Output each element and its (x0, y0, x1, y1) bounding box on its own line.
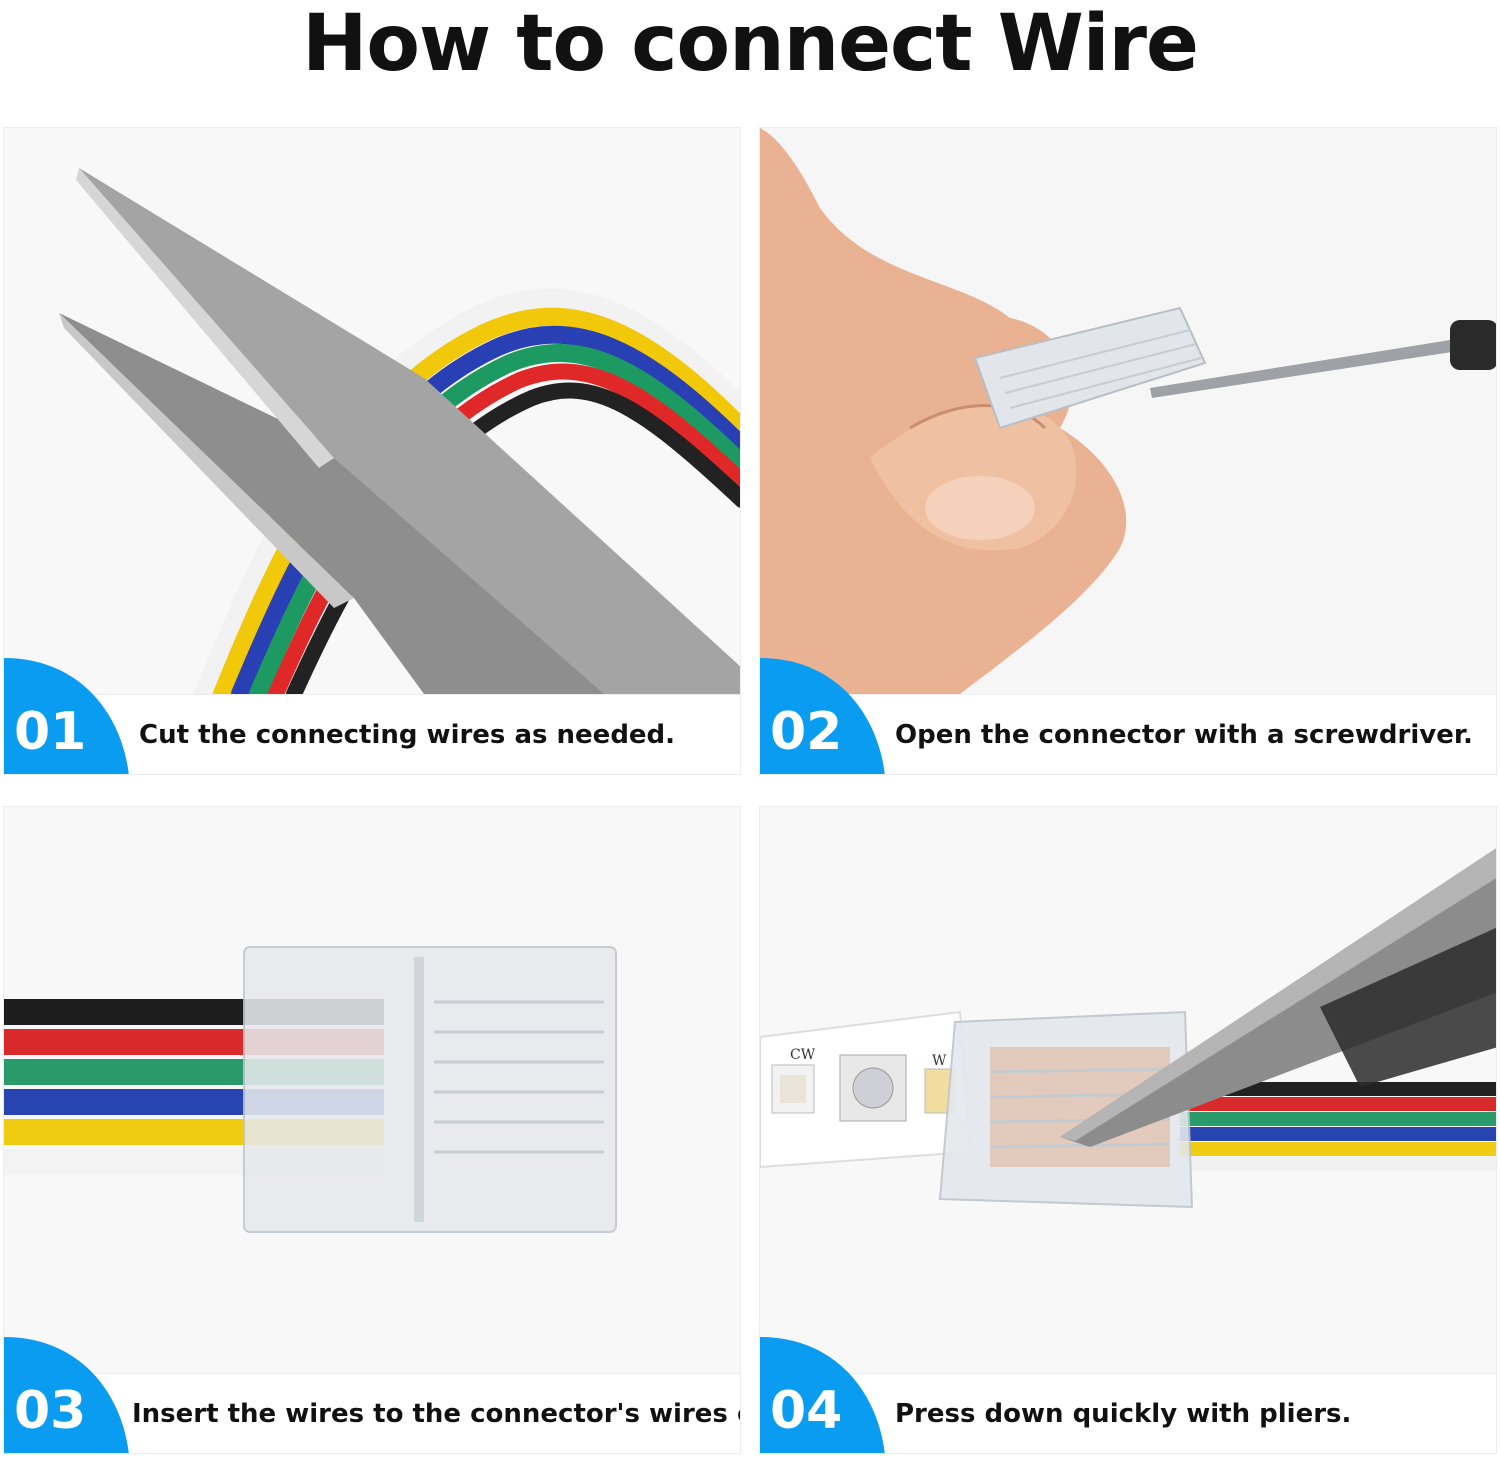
step-1-photo-scissors-cutting-wires (4, 128, 740, 694)
step-badge-shape (760, 1337, 885, 1453)
page-title: How to connect Wire (302, 0, 1199, 89)
step-caption: Open the connector with a screwdriver. (895, 720, 1473, 750)
step-badge-shape (4, 1337, 129, 1453)
caption-bar (760, 1373, 1496, 1453)
caption-bar (4, 694, 740, 774)
strip-label-cw: CW (790, 1047, 816, 1063)
step-2-photo-hand-opening-connector (760, 128, 1496, 694)
step-card-1: 01 Cut the connecting wires as needed. (3, 127, 741, 775)
step-number: 03 (14, 1381, 87, 1441)
step-badge-shape (760, 658, 885, 774)
caption-bar (4, 1373, 740, 1453)
step-caption: Cut the connecting wires as needed. (139, 720, 676, 750)
caption-bar (760, 694, 1496, 774)
step-4-photo-pliers-pressing-connector: CW W (760, 807, 1496, 1373)
step-caption: Insert the wires to the connector's wire… (132, 1399, 741, 1429)
step-3-photo-wires-inserted-into-connector (4, 807, 740, 1373)
step-number: 04 (770, 1381, 843, 1441)
step-badge-shape (4, 658, 129, 774)
step-card-3: 03 Insert the wires to the connector's w… (3, 806, 741, 1454)
step-number: 01 (14, 702, 87, 762)
strip-label-w: W (932, 1053, 947, 1069)
step-caption: Press down quickly with pliers. (895, 1399, 1352, 1429)
step-card-2: 02 Open the connector with a screwdriver… (759, 127, 1497, 775)
step-number: 02 (770, 702, 843, 762)
step-card-4: CW W (759, 806, 1497, 1454)
